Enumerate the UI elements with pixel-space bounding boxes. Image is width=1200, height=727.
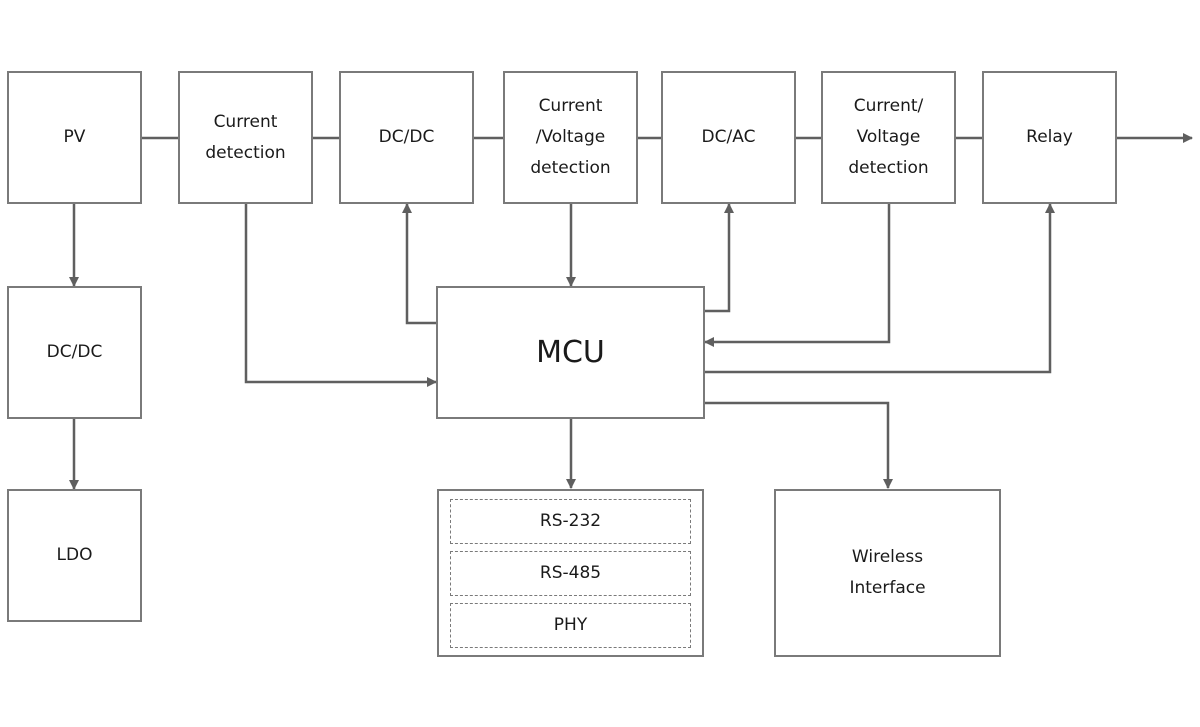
aux-dcdc-block: DC/DC <box>7 286 142 419</box>
ldo-block: LDO <box>7 489 142 622</box>
arrow-mcu-dcdc <box>402 203 437 325</box>
mcu-block: MCU <box>436 286 705 419</box>
wireless-interface-block: Wireless Interface <box>774 489 1001 657</box>
phy-interface: PHY <box>450 603 691 648</box>
relay-block: Relay <box>982 71 1117 204</box>
comm-interfaces-block: RS-232 RS-485 PHY <box>437 489 704 657</box>
arrow-cv2-mcu <box>704 203 891 347</box>
arrow-current-mcu <box>244 203 437 387</box>
rs232-interface: RS-232 <box>450 499 691 544</box>
pv-block: PV <box>7 71 142 204</box>
current-voltage-detection-block-1: Current /Voltage detection <box>503 71 638 204</box>
dcdc-converter-block: DC/DC <box>339 71 474 204</box>
arrow-mcu-dcac <box>704 203 734 313</box>
dcac-inverter-block: DC/AC <box>661 71 796 204</box>
current-detection-block: Current detection <box>178 71 313 204</box>
arrow-mcu-relay <box>704 203 1055 374</box>
current-voltage-detection-block-2: Current/ Voltage detection <box>821 71 956 204</box>
rs485-interface: RS-485 <box>450 551 691 596</box>
arrow-mcu-wireless <box>696 398 893 489</box>
